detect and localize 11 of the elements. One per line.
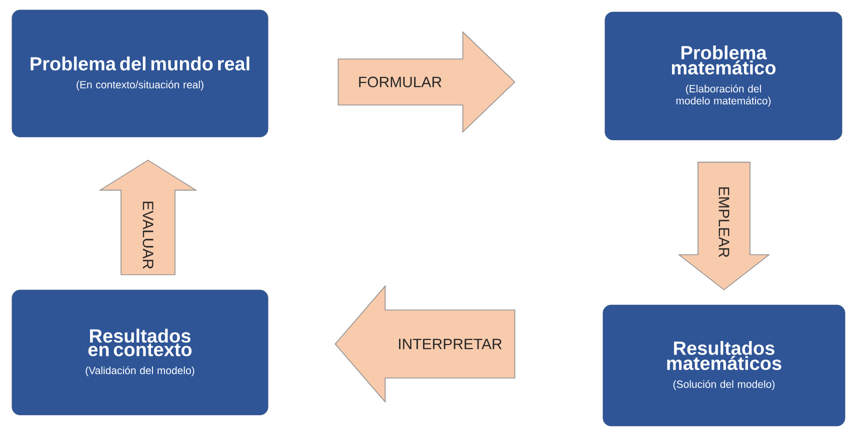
process-box: Resultados en contexto (Validación del modelo): [12, 290, 268, 416]
block-arrow: [334, 284, 516, 404]
edge-label: EMPLEAR: [718, 185, 730, 259]
block-arrow: [338, 31, 516, 133]
edge-label: EVALUAR: [142, 200, 154, 270]
block-arrow: [678, 162, 770, 290]
process-box: Problema del mundo real (En contexto/situación real): [12, 10, 268, 138]
process-box: Resultados matemáticos (Solución del modelo): [602, 304, 846, 426]
edge-label: FORMULAR: [356, 76, 444, 88]
edge-label: INTERPRETAR: [396, 338, 504, 350]
process-box: Problema matemático (Elaboración del modelo matemático): [604, 12, 842, 140]
